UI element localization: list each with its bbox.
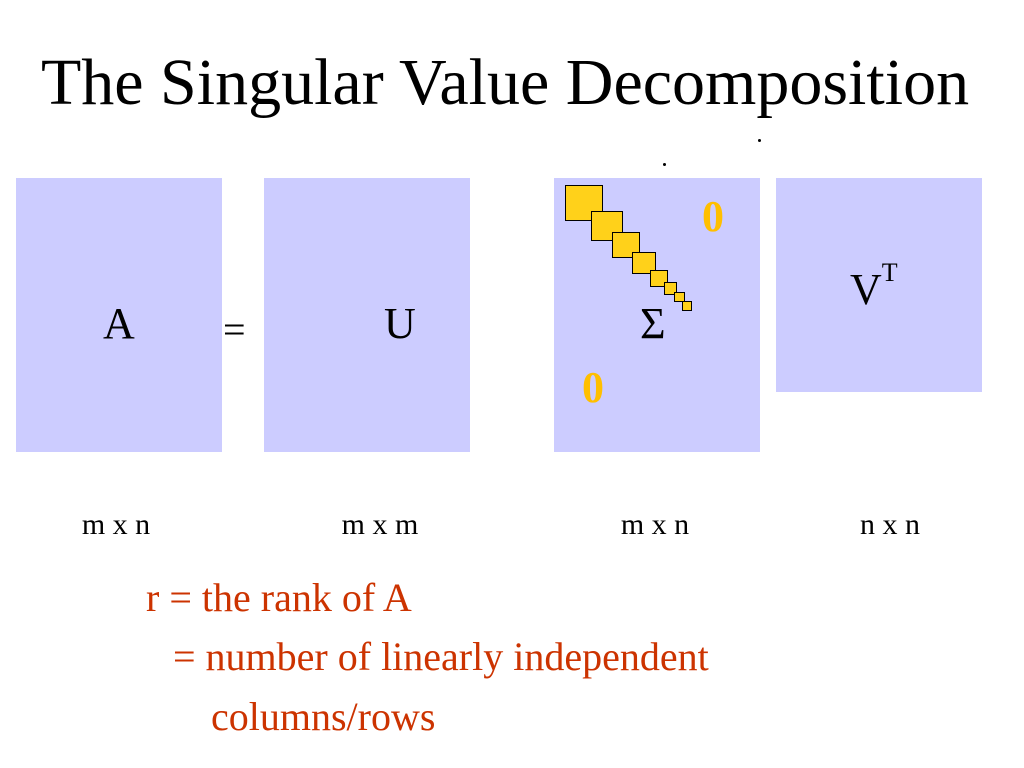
dimension-label-sigma: m x n [620, 508, 690, 541]
matrix-vt-superscript: T [881, 258, 898, 287]
sigma-zero-lower: 0 [582, 363, 604, 412]
rank-note-line-1: r = the rank of A [146, 575, 412, 620]
dimension-label-u: m x m [341, 508, 419, 541]
matrix-vt-label: VT [850, 260, 898, 314]
matrix-a [16, 178, 222, 452]
equals-sign: = [223, 307, 246, 352]
dimension-label-a: m x n [81, 508, 151, 541]
matrix-sigma-label: Σ [640, 299, 666, 348]
dimension-label-vt: n x n [860, 508, 920, 541]
matrix-vt-base: V [850, 265, 882, 314]
matrix-u [264, 178, 470, 452]
matrix-vt [776, 178, 982, 392]
decorative-dot [663, 163, 666, 166]
rank-note-line-2: = number of linearly independent [173, 634, 709, 679]
singular-value-block [682, 301, 692, 311]
singular-value-block [650, 270, 668, 287]
matrix-a-label: A [103, 299, 135, 348]
sigma-zero-upper: 0 [702, 192, 724, 241]
singular-value-block [674, 292, 685, 302]
decorative-dot [758, 139, 761, 142]
singular-value-block [664, 282, 677, 295]
slide-title: The Singular Value Decomposition [40, 46, 970, 119]
matrix-u-label: U [384, 299, 416, 348]
rank-note-line-3: columns/rows [211, 694, 436, 739]
singular-value-block [632, 252, 656, 274]
matrix-sigma [554, 178, 760, 452]
